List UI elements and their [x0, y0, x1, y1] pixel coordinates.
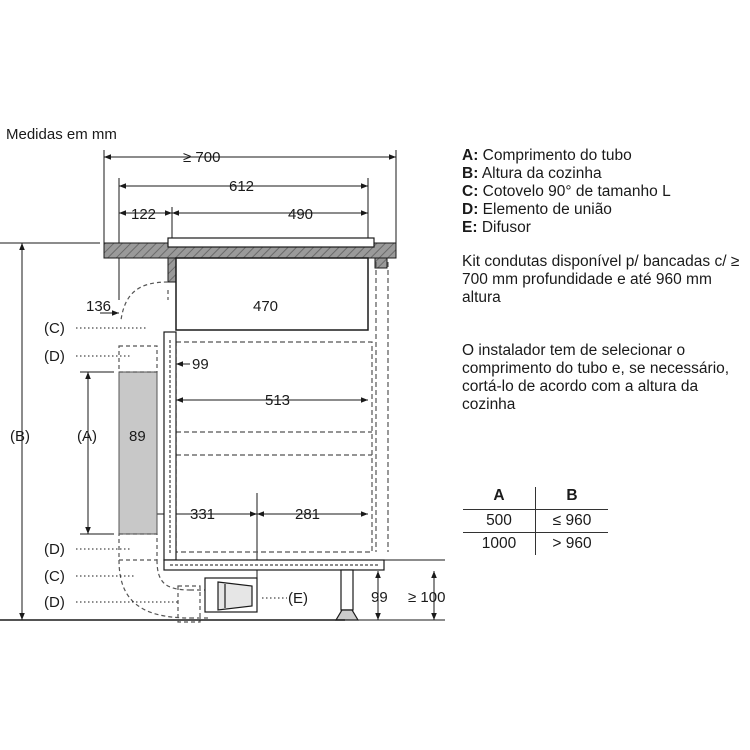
- adjustable-foot: [334, 569, 360, 621]
- label-d-mid: (D): [44, 541, 65, 558]
- label-c-bottom: (C): [44, 568, 65, 585]
- right-support: [374, 257, 388, 269]
- dim-duct-depth: 89: [129, 428, 146, 445]
- dim-plinth-height: 99: [371, 589, 388, 606]
- label-d-top: (D): [44, 348, 65, 365]
- length-height-table: A B 500 ≤ 960 1000 > 960: [463, 487, 608, 555]
- left-support: [167, 257, 177, 283]
- extension-lines: [0, 150, 445, 621]
- diffuser: [204, 577, 258, 613]
- dim-side-offset: 136: [86, 298, 111, 315]
- dim-cabinet-width: 513: [265, 392, 290, 409]
- plinth-board: [163, 559, 385, 571]
- table-cell: ≤ 960: [535, 509, 608, 533]
- table-row: 500 ≤ 960: [463, 509, 608, 533]
- dim-center-to-right: 281: [295, 506, 320, 523]
- dim-wall-gap: 99: [192, 356, 209, 373]
- table-header-b: B: [535, 487, 608, 510]
- label-c-top: (C): [44, 320, 65, 337]
- cooktop-unit: [175, 257, 369, 331]
- duct-connectors: [118, 281, 210, 623]
- dim-cooktop-width: 490: [288, 206, 313, 223]
- table-cell: 500: [486, 512, 512, 529]
- note-kit: Kit condutas disponível p/ bancadas c/ ≥…: [462, 253, 740, 306]
- dim-unit-width: 470: [253, 298, 278, 315]
- measurement-caption: Medidas em mm: [6, 126, 117, 143]
- legend: A: Comprimento do tubo B: Altura da cozi…: [462, 147, 671, 237]
- dim-min-plinth-height: ≥ 100: [408, 589, 445, 606]
- legend-item-b: B: Altura da cozinha: [462, 165, 602, 182]
- table-cell: 1000: [463, 532, 536, 555]
- label-d-bottom: (D): [44, 594, 65, 611]
- dim-inner-width: 612: [229, 178, 254, 195]
- legend-item-d: D: Elemento de união: [462, 201, 612, 218]
- label-e: (E): [288, 590, 308, 607]
- table-header-a: A: [493, 487, 505, 504]
- cooktop-glass: [167, 237, 375, 248]
- label-leaders: [76, 327, 287, 603]
- legend-item-c: C: Cotovelo 90° de tamanho L: [462, 183, 671, 200]
- note-installer: O instalador tem de selecionar o comprim…: [462, 342, 730, 413]
- dim-overall-width: ≥ 700: [183, 149, 220, 166]
- label-b: (B): [10, 428, 30, 445]
- table-row: 1000 > 960: [463, 532, 608, 555]
- legend-item-e: E: Difusor: [462, 219, 531, 236]
- duct-tube: [118, 371, 158, 535]
- table-cell: > 960: [535, 532, 608, 555]
- label-a: (A): [77, 428, 97, 445]
- dim-duct-to-center: 331: [190, 506, 215, 523]
- legend-item-a: A: Comprimento do tubo: [462, 147, 632, 164]
- dim-left-offset: 122: [131, 206, 156, 223]
